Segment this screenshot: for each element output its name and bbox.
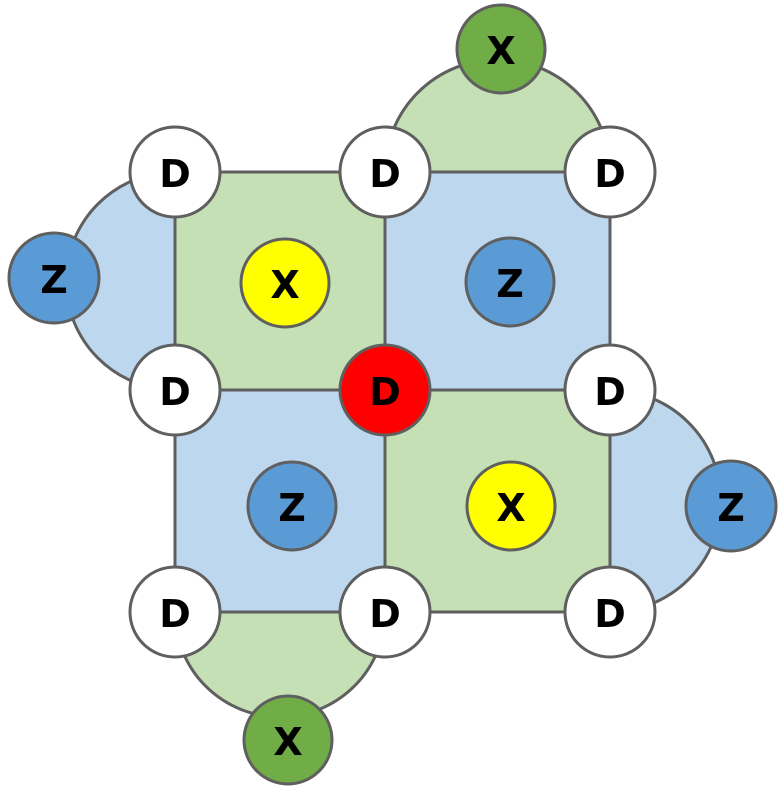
- data-qubit-label: D: [369, 370, 401, 414]
- data-qubit-circle: [563, 125, 657, 219]
- stabilizer-label: Z: [717, 486, 745, 530]
- data-qubit-circle: [338, 565, 432, 659]
- stabilizer-circle: [465, 460, 557, 552]
- data-qubits-layer: D D D D D D D D: [128, 125, 657, 659]
- stabilizer-circle: [455, 3, 547, 95]
- stabilizer-circle: [246, 460, 338, 552]
- data-qubit-circle: [563, 343, 657, 437]
- stabilizer-circle: [239, 237, 331, 329]
- data-qubit-r1-c0[interactable]: D: [128, 343, 222, 437]
- data-qubit-r0-c1[interactable]: D: [338, 125, 432, 219]
- data-qubit-circle: [338, 343, 432, 437]
- data-qubit-r1-c2[interactable]: D: [563, 343, 657, 437]
- stabilizer-x-bottom-right[interactable]: X: [465, 460, 557, 552]
- data-qubit-label: D: [159, 592, 191, 636]
- stabilizers-layer: X Z Z X Z X Z X: [7, 3, 778, 786]
- stabilizer-label: Z: [278, 486, 306, 530]
- stabilizer-x-top-boundary[interactable]: X: [455, 3, 547, 95]
- data-qubit-label: D: [369, 152, 401, 196]
- data-qubit-label: D: [594, 592, 626, 636]
- stabilizer-z-right-boundary[interactable]: Z: [684, 459, 778, 553]
- stabilizer-circle: [464, 236, 556, 328]
- stabilizer-x-top-left[interactable]: X: [239, 237, 331, 329]
- stabilizer-label: Z: [40, 258, 68, 302]
- stabilizer-circle: [7, 231, 101, 325]
- stabilizer-x-bottom-boundary[interactable]: X: [242, 694, 334, 786]
- data-qubit-r2-c1[interactable]: D: [338, 565, 432, 659]
- stabilizer-label: X: [270, 263, 299, 307]
- data-qubit-label: D: [159, 152, 191, 196]
- stabilizer-label: Z: [496, 262, 524, 306]
- data-qubit-r2-c0[interactable]: D: [128, 565, 222, 659]
- stabilizer-circle: [242, 694, 334, 786]
- data-qubit-circle: [128, 343, 222, 437]
- stabilizer-label: X: [273, 720, 302, 764]
- stabilizer-z-left-boundary[interactable]: Z: [7, 231, 101, 325]
- data-qubit-r0-c2[interactable]: D: [563, 125, 657, 219]
- data-qubit-label: D: [159, 370, 191, 414]
- stabilizer-z-top-right[interactable]: Z: [464, 236, 556, 328]
- stabilizer-z-bottom-left[interactable]: Z: [246, 460, 338, 552]
- data-qubit-circle: [563, 565, 657, 659]
- data-qubit-label: D: [594, 152, 626, 196]
- data-qubit-circle: [338, 125, 432, 219]
- data-qubit-r0-c0[interactable]: D: [128, 125, 222, 219]
- stabilizer-label: X: [486, 29, 515, 73]
- data-qubit-label: D: [369, 592, 401, 636]
- data-qubit-r1-c1-highlighted[interactable]: D: [338, 343, 432, 437]
- data-qubit-r2-c2[interactable]: D: [563, 565, 657, 659]
- data-qubit-label: D: [594, 370, 626, 414]
- stabilizer-circle: [684, 459, 778, 553]
- stabilizer-label: X: [496, 486, 525, 530]
- data-qubit-circle: [128, 565, 222, 659]
- data-qubit-circle: [128, 125, 222, 219]
